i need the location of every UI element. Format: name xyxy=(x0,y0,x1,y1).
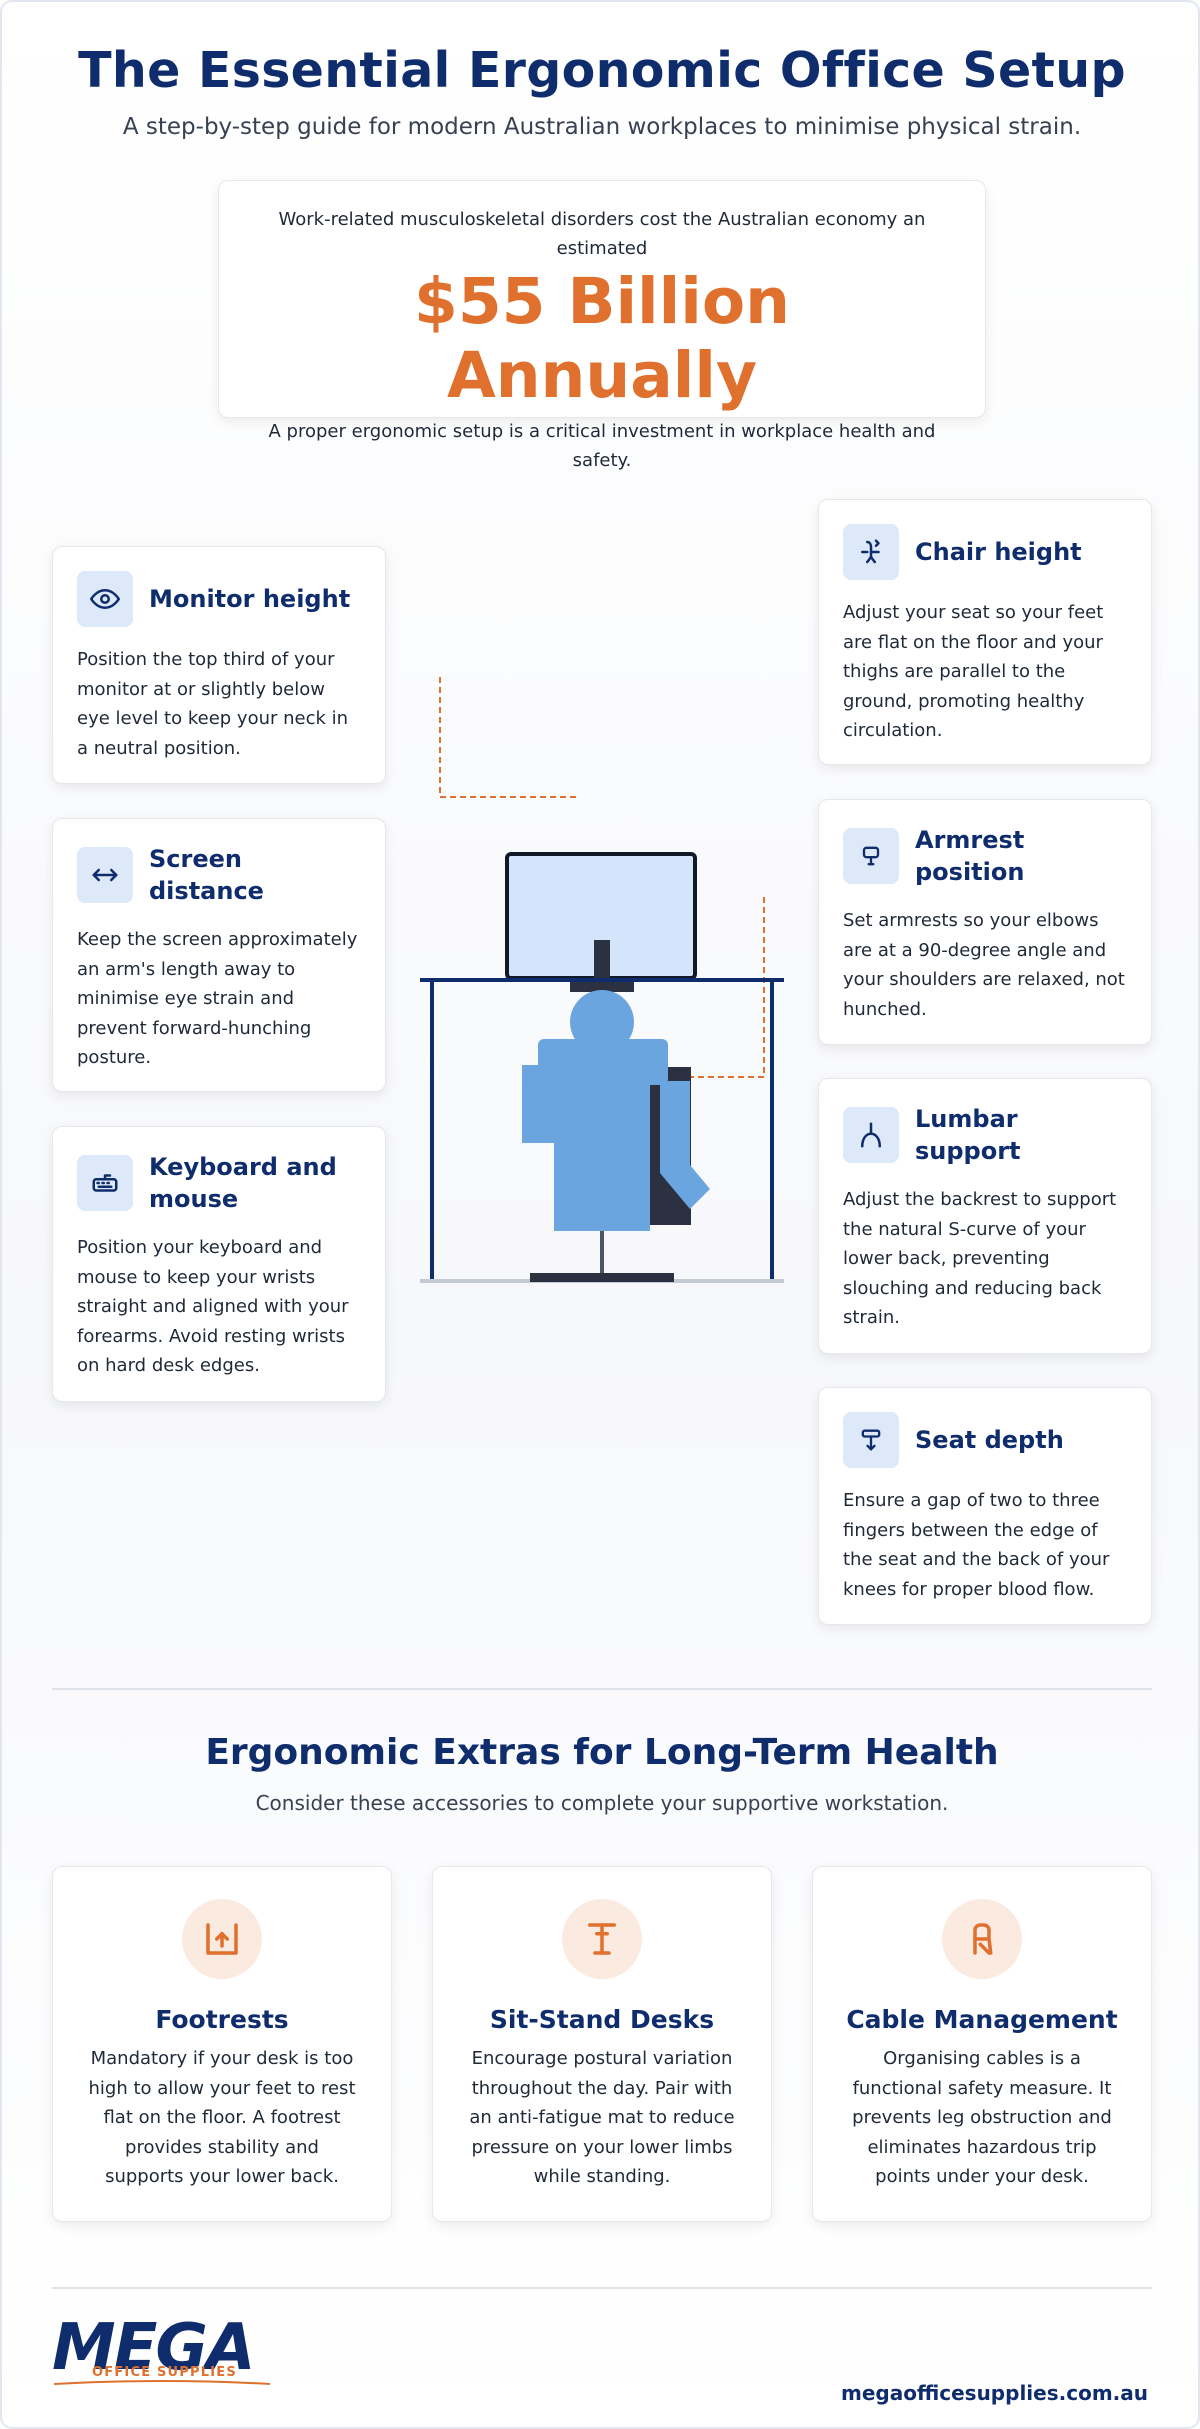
extra-body: Mandatory if your desk is too high to al… xyxy=(88,2048,356,2187)
footrest-icon xyxy=(182,1899,262,1979)
cost-stat-box: Work-related musculoskeletal disorders c… xyxy=(218,180,986,471)
card-title: Chair height xyxy=(915,538,1082,566)
card-title: Keyboard and mouse xyxy=(149,1153,337,1213)
logo-swoosh xyxy=(53,2380,271,2385)
card-title: Armrest position xyxy=(915,826,1025,886)
armrest-icon xyxy=(843,828,899,884)
page-subtitle: A step-by-step guide for modern Australi… xyxy=(122,114,1082,140)
extra-body: Encourage postural variation throughout … xyxy=(469,2048,735,2187)
arrows-horizontal-icon xyxy=(77,847,133,903)
stat-outro: A proper ergonomic setup is a critical i… xyxy=(268,421,936,471)
company-logo: MEGA OFFICE SUPPLIES xyxy=(52,2311,272,2385)
leader-line-monitor xyxy=(439,677,580,798)
card-armrest-position: Armrest position Set armrests so your el… xyxy=(818,799,1152,1045)
logo-wordmark: MEGA xyxy=(52,2311,255,2385)
extra-title: Footrests xyxy=(155,2005,289,2034)
keyboard-icon xyxy=(77,1155,133,1211)
logo-tagline: OFFICE SUPPLIES xyxy=(92,2365,237,2380)
chair-height-icon xyxy=(843,524,899,580)
stat-figure: $55 Billion Annually xyxy=(414,265,790,412)
card-keyboard-mouse: Keyboard and mouse Position your keyboar… xyxy=(52,1126,386,1402)
card-screen-distance: Screen distance Keep the screen approxim… xyxy=(52,818,386,1092)
extra-title: Cable Management xyxy=(846,2005,1118,2034)
card-seat-depth: Seat depth Ensure a gap of two to three … xyxy=(818,1387,1152,1625)
card-title: Seat depth xyxy=(915,1426,1064,1454)
card-chair-height: Chair height Adjust your seat so your fe… xyxy=(818,499,1152,765)
card-title: Screen distance xyxy=(149,845,264,905)
person-arm-left xyxy=(522,1065,562,1143)
card-body: Position the top third of your monitor a… xyxy=(77,649,349,759)
website-link[interactable]: megaofficesupplies.com.au xyxy=(840,2381,1148,2405)
card-body: Position your keyboard and mouse to keep… xyxy=(77,1237,349,1376)
workstation-illustration xyxy=(420,677,784,1283)
card-title: Lumbar support xyxy=(915,1105,1021,1165)
card-title: Monitor height xyxy=(149,585,351,613)
card-body: Set armrests so your elbows are at a 90-… xyxy=(843,910,1125,1020)
monitor-stand xyxy=(594,940,610,980)
stat-intro: Work-related musculoskeletal disorders c… xyxy=(278,209,926,259)
chair-base xyxy=(530,1273,674,1282)
card-lumbar-support: Lumbar support Adjust the backrest to su… xyxy=(818,1078,1152,1354)
person-torso xyxy=(554,1039,650,1231)
extra-card-sit-stand-desks: Sit-Stand Desks Encourage postural varia… xyxy=(432,1866,772,2222)
seat-depth-icon xyxy=(843,1412,899,1468)
extra-title: Sit-Stand Desks xyxy=(489,2005,715,2034)
card-body: Ensure a gap of two to three fingers bet… xyxy=(843,1490,1110,1600)
card-body: Keep the screen approximately an arm's l… xyxy=(77,929,358,1068)
card-body: Adjust your seat so your feet are flat o… xyxy=(843,602,1104,741)
page-title: The Essential Ergonomic Office Setup xyxy=(78,42,1126,99)
person-head xyxy=(570,990,634,1054)
extra-card-footrests: Footrests Mandatory if your desk is too … xyxy=(52,1866,392,2222)
cable-icon xyxy=(942,1899,1022,1979)
extra-card-cable-management: Cable Management Organising cables is a … xyxy=(812,1866,1152,2222)
eye-icon xyxy=(77,571,133,627)
monitor-base xyxy=(570,980,634,992)
card-body: Adjust the backrest to support the natur… xyxy=(843,1189,1117,1328)
footer-divider xyxy=(52,2287,1152,2289)
standing-desk-icon xyxy=(562,1899,642,1979)
person-arm-right xyxy=(660,1081,710,1209)
card-monitor-height: Monitor height Position the top third of… xyxy=(52,546,386,784)
section-divider xyxy=(52,1688,1152,1690)
lumbar-icon xyxy=(843,1107,899,1163)
extra-body: Organising cables is a functional safety… xyxy=(852,2048,1112,2187)
extras-subtitle: Consider these accessories to complete y… xyxy=(255,1791,949,1815)
extras-title: Ergonomic Extras for Long-Term Health xyxy=(205,1732,999,1773)
